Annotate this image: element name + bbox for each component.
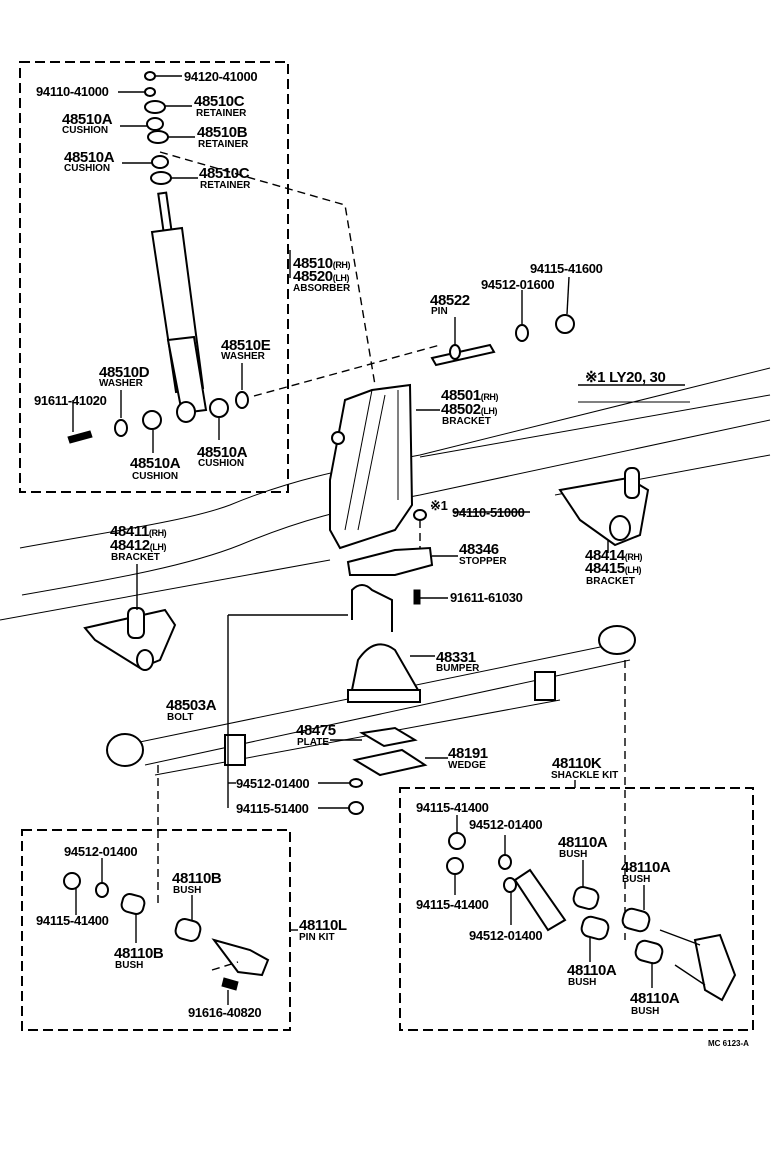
label-bracket-front-rh: 48411(RH) [110, 523, 167, 540]
label-sk-48110a-2: 48110A [621, 859, 671, 876]
reference-code: MC 6123-A [708, 1039, 749, 1048]
label-retainer-bottom: RETAINER [200, 180, 251, 191]
absorber-top-parts [118, 71, 198, 185]
label-sk-94512-01400-bottom: 94512-01400 [469, 928, 542, 943]
label-cushion-4: CUSHION [198, 458, 244, 469]
label-cushion-1: CUSHION [62, 125, 108, 136]
label-plate: PLATE [297, 737, 329, 748]
label-48510d: 48510D [99, 364, 150, 381]
label-sk-48110a-4: 48110A [630, 990, 680, 1007]
label-94512-01600: 94512-01600 [481, 277, 554, 292]
label-bracket-front-lh: 48412(LH) [110, 537, 167, 554]
label-pin-kit: PIN KIT [299, 932, 335, 943]
label-48110l: 48110L [299, 917, 347, 934]
shackle-kit-parts [446, 815, 737, 1002]
label-48510c-top: 48510C [194, 93, 245, 110]
label-shackle-kit: SHACKLE KIT [551, 770, 618, 781]
stopper-assembly [346, 509, 530, 605]
label-retainer-mid: RETAINER [198, 139, 249, 150]
label-pk-bush-1: BUSH [173, 885, 201, 896]
label-pk-48110b-2: 48110B [114, 945, 164, 962]
label-pk-bush-2: BUSH [115, 960, 143, 971]
u-bolt [227, 584, 393, 808]
label-bracket-rear-rh: 48414(RH) [585, 547, 643, 564]
pin-assembly [430, 276, 575, 367]
absorber-kit-box [19, 61, 289, 493]
label-94115-41600: 94115-41600 [530, 261, 603, 276]
label-cushion-2: CUSHION [64, 163, 110, 174]
rear-bracket [558, 467, 650, 553]
label-sk-94115-41400-bottom: 94115-41400 [416, 897, 489, 912]
label-wedge: WEDGE [448, 760, 486, 771]
label-48331: 48331 [436, 649, 476, 666]
label-bracket-upper-lh: 48502(LH) [441, 401, 498, 418]
label-94512-01400-ubolt: 94512-01400 [236, 776, 309, 791]
label-absorber-rh: 48510(RH) [293, 255, 351, 272]
label-absorber-lh: 48520(LH) [293, 268, 350, 285]
label-94115-51400: 94115-51400 [236, 801, 309, 816]
shock-absorber [150, 191, 208, 423]
label-48475: 48475 [296, 722, 336, 739]
label-sk-bush-4: BUSH [631, 1006, 659, 1017]
label-94110-41000: 94110-41000 [36, 84, 109, 99]
label-bracket-rear-name: BRACKET [586, 576, 635, 587]
label-bracket-upper-rh: 48501(RH) [441, 387, 499, 404]
label-91611-41020: 91611-41020 [34, 393, 107, 408]
label-cushion-3: CUSHION [132, 471, 178, 482]
shackle-kit-box [399, 787, 754, 1031]
label-48503a: 48503A [166, 697, 217, 714]
label-sk-48110a-1: 48110A [558, 834, 608, 851]
pin-kit-box [21, 829, 291, 1031]
label-sk-bush-2: BUSH [622, 874, 650, 885]
label-bolt: BOLT [167, 712, 193, 723]
pin-kit-parts [63, 858, 270, 1005]
label-48191: 48191 [448, 745, 488, 762]
plate-and-wedge [318, 726, 448, 815]
label-48510e: 48510E [221, 337, 271, 354]
label-bumper: BUMPER [436, 663, 480, 674]
label-stopper: STOPPER [459, 556, 507, 567]
label-48510a-cushion-3: 48510A [130, 455, 181, 472]
label-48510a-cushion-2: 48510A [64, 149, 115, 166]
label-sk-94115-41400-top: 94115-41400 [416, 800, 489, 815]
label-absorber-name: ABSORBER [293, 283, 351, 294]
label-48510c-bottom: 48510C [199, 165, 250, 182]
upper-bracket [329, 383, 440, 550]
label-48346: 48346 [459, 541, 499, 558]
label-91611-61030: 91611-61030 [450, 590, 523, 605]
front-bracket [83, 564, 177, 671]
label-retainer-top: RETAINER [196, 108, 247, 119]
label-sk-bush-3: BUSH [568, 977, 596, 988]
label-washer-e: WASHER [221, 351, 266, 362]
label-bracket-rear-lh: 48415(LH) [585, 560, 642, 577]
label-pk-91616-40820: 91616-40820 [188, 1005, 261, 1020]
label-sk-bush-1: BUSH [559, 849, 587, 860]
bumper [347, 643, 435, 703]
label-sk-94512-01400-top: 94512-01400 [469, 817, 542, 832]
label-94120-41000: 94120-41000 [184, 69, 257, 84]
absorber-lead-line [159, 151, 376, 386]
label-48510a-cushion-1: 48510A [62, 111, 113, 128]
label-pin: PIN [431, 306, 448, 317]
label-stopper-nut-mark: ※1 [430, 498, 448, 513]
label-pk-94512-01400: 94512-01400 [64, 844, 137, 859]
absorber-lower-parts [67, 344, 441, 453]
label-pk-48110b-1: 48110B [172, 870, 222, 887]
label-48510a-cushion-4: 48510A [197, 444, 248, 461]
label-bracket-upper-name: BRACKET [442, 416, 491, 427]
label-48110k: 48110K [552, 755, 602, 772]
label-washer-d: WASHER [99, 378, 144, 389]
label-48510b: 48510B [197, 124, 248, 141]
label-bracket-front-name: BRACKET [111, 552, 160, 563]
label-94110-51000: 94110-51000 [452, 505, 525, 520]
label-48522: 48522 [430, 292, 470, 309]
label-pk-94115-41400: 94115-41400 [36, 913, 109, 928]
label-sk-48110a-3: 48110A [567, 962, 617, 979]
